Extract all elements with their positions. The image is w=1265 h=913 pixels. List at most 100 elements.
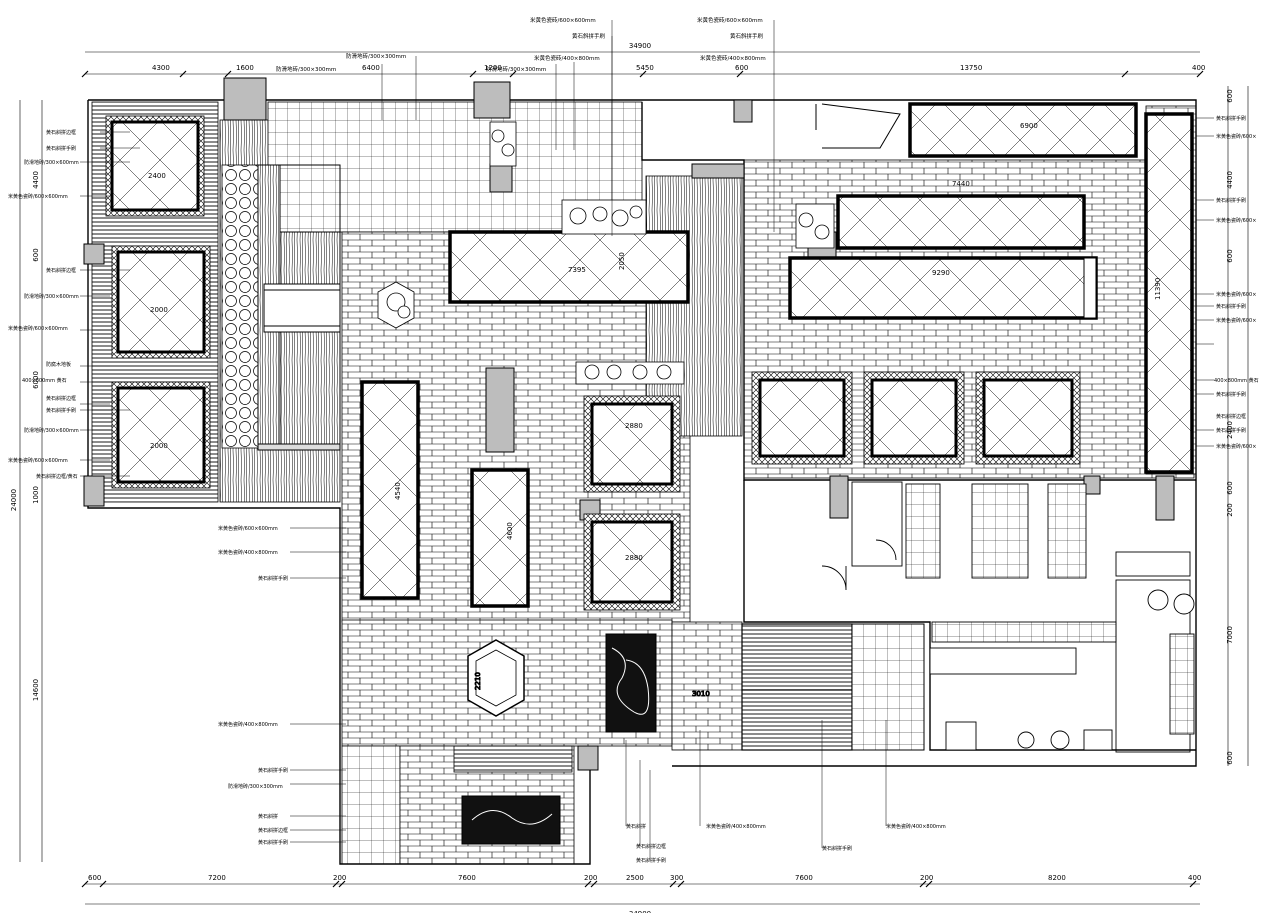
left-annotation-labels: 黄石斜拼边框 黄石斜拼手刷 防滑地砖/300×600mm 米黄色瓷砖/600×6…	[8, 129, 288, 846]
plank-walkway	[257, 164, 341, 451]
top-annotation-7: 黄石斜拼手刷	[730, 32, 764, 40]
left-annotation-10: 黄石斜拼手刷	[46, 407, 76, 414]
left-annotation-20: 黄石斜拼	[258, 813, 278, 820]
stairs: 3010	[692, 623, 925, 751]
left-annotation-22: 黄石斜拼手刷	[258, 839, 288, 846]
top-annotation-8: 米黄色瓷砖/400×800mm	[700, 54, 766, 62]
right-dim-5: 200	[1226, 503, 1234, 516]
bottom-annotation-labels: 黄石斜拼 黄石斜拼边框 黄石斜拼手刷 米黄色瓷砖/400×800mm 黄石斜拼手…	[626, 823, 946, 864]
hexagon-table: 2210	[467, 639, 525, 717]
right-dim-6: 7000	[1226, 626, 1234, 644]
top-annotation-0: 米黄色瓷砖/600×600mm	[530, 16, 596, 24]
center-booths: 2880 2880	[583, 395, 681, 611]
top-annotation-3: 防滑地砖/300×300mm	[276, 65, 336, 73]
booth-c-dim: 2000	[150, 442, 168, 450]
right-annotation-labels: 黄石斜拼手刷 米黄色瓷砖/600× 黄石斜拼手刷 米黄色瓷砖/600× 米黄色瓷…	[1214, 115, 1259, 450]
right-annotation-6: 米黄色瓷砖/600×	[1216, 317, 1256, 324]
left-annotation-13: 黄石斜拼边框/黄石	[36, 473, 78, 480]
left-annotation-7: 防腐木地板	[46, 361, 71, 368]
kitchen-area	[821, 481, 1195, 753]
right-dim-3: 2400	[1226, 421, 1234, 439]
bottom-dim-2: 200	[333, 874, 346, 882]
structural-columns	[83, 77, 1175, 771]
bottom-annotation-3: 米黄色瓷砖/400×800mm	[706, 823, 766, 830]
bottom-dim-7: 7600	[795, 874, 813, 882]
bottom-annotation-2: 黄石斜拼手刷	[636, 857, 666, 864]
left-annotation-18: 黄石斜拼手刷	[258, 767, 288, 774]
left-annotation-15: 米黄色瓷砖/400×800mm	[218, 549, 278, 556]
left-annotation-6: 米黄色瓷砖/600×600mm	[8, 325, 68, 332]
top-dim-0: 4300	[152, 64, 170, 72]
right-annotation-11: 米黄色瓷砖/600×	[1216, 443, 1256, 450]
left-total-dim: 24000	[10, 489, 18, 511]
left-annotation-8: 400×800mm 黄石	[22, 377, 67, 384]
left-annotation-11: 防滑地砖/300×600mm	[24, 427, 79, 434]
left-dim-2: 6000	[32, 371, 40, 389]
right-table-top-dim: 7440	[952, 180, 970, 188]
right-dim-0: 600	[1226, 89, 1234, 102]
top-right-area	[815, 103, 1097, 319]
dimension-texts: 34900 34900 4300 1600 6400 1200 5450 600…	[10, 42, 1234, 913]
left-annotation-14: 米黄色瓷砖/600×600mm	[218, 525, 278, 532]
decorative-panels	[453, 633, 657, 845]
leader-lines	[80, 20, 1214, 860]
center-booth-2-dim: 2880	[625, 554, 643, 562]
right-col-dim: 11390	[1154, 278, 1162, 300]
hex-table-dim: 2210	[474, 672, 482, 690]
top-dim-2: 6400	[362, 64, 380, 72]
left-annotation-1: 黄石斜拼手刷	[46, 145, 76, 152]
right-dim-4: 600	[1226, 481, 1234, 494]
left-annotation-21: 黄石斜拼边框	[258, 827, 288, 834]
left-annotation-3: 米黄色瓷砖/600×600mm	[8, 193, 68, 200]
right-booths	[751, 371, 1081, 465]
left-dim-3: 1000	[32, 486, 40, 504]
top-annotation-6: 米黄色瓷砖/600×600mm	[697, 16, 763, 24]
mid-table-dim: 4600	[506, 522, 514, 540]
top-dim-6: 13750	[960, 64, 982, 72]
right-annotation-9: 黄石斜拼边框	[1216, 413, 1246, 420]
top-right-room-dim: 6900	[1020, 122, 1038, 130]
left-dim-1: 600	[32, 248, 40, 261]
top-annotation-2: 防滑地砖/300×300mm	[346, 52, 406, 60]
right-annotation-10: 黄石斜拼手刷	[1216, 427, 1246, 434]
left-annotation-2: 防滑地砖/300×600mm	[24, 159, 79, 166]
bottom-annotation-1: 黄石斜拼边框	[636, 843, 666, 850]
bottom-dim-10: 400	[1188, 874, 1201, 882]
right-annotation-1: 米黄色瓷砖/600×	[1216, 133, 1256, 140]
bottom-dim-1: 7200	[208, 874, 226, 882]
left-dim-4: 14600	[32, 679, 40, 701]
walls	[87, 99, 1197, 865]
main-table-depth: 2050	[618, 252, 626, 270]
top-annotation-1: 黄石斜拼手刷	[572, 32, 606, 40]
top-annotation-5: 防滑地砖/300×300mm	[486, 65, 546, 73]
top-dim-5: 600	[735, 64, 748, 72]
stair-dim: 3010	[692, 690, 710, 698]
left-annotation-16: 黄石斜拼手刷	[258, 575, 288, 582]
left-annotation-0: 黄石斜拼边框	[46, 129, 76, 136]
left-annotation-4: 黄石斜拼边框	[46, 267, 76, 274]
planters	[377, 121, 835, 385]
left-booths: 2400 2000 2000	[105, 115, 211, 489]
center-booth-1-dim: 2880	[625, 422, 643, 430]
bottom-dim-3: 7600	[458, 874, 476, 882]
right-annotation-7: 400×800mm 黄石	[1214, 377, 1259, 384]
right-annotation-0: 黄石斜拼手刷	[1216, 115, 1246, 122]
bottom-annotation-0: 黄石斜拼	[626, 823, 646, 830]
right-dim-2: 600	[1226, 249, 1234, 262]
left-annotation-9: 黄石斜拼边框	[46, 395, 76, 402]
dimension-lines	[19, 51, 1249, 905]
right-annotation-3: 米黄色瓷砖/600×	[1216, 217, 1256, 224]
right-dim-7: 600	[1226, 751, 1234, 764]
right-annotation-4: 米黄色瓷砖/600×	[1216, 291, 1256, 298]
top-dim-1: 1600	[236, 64, 254, 72]
top-total-dim: 34900	[629, 42, 651, 50]
right-annotation-5: 黄石斜拼手刷	[1216, 303, 1246, 310]
bottom-dim-4: 200	[584, 874, 597, 882]
bottom-dim-8: 200	[920, 874, 933, 882]
top-annotation-labels: 米黄色瓷砖/600×600mm 黄石斜拼手刷 防滑地砖/300×300mm 防滑…	[276, 16, 766, 73]
left-annotation-5: 防滑地砖/300×600mm	[24, 293, 79, 300]
top-annotation-4: 米黄色瓷砖/400×800mm	[534, 54, 600, 62]
bottom-annotation-4: 黄石斜拼手刷	[822, 845, 852, 852]
bottom-total-dim: 34900	[629, 910, 651, 913]
